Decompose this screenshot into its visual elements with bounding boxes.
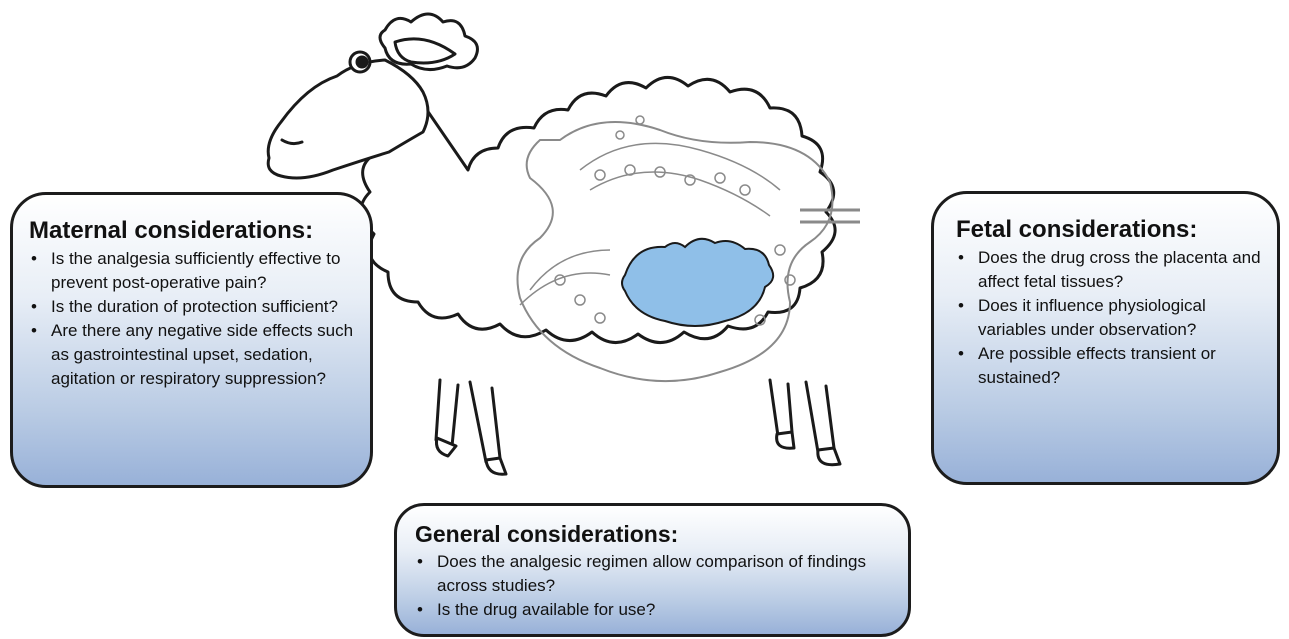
- general-item: Does the analgesic regimen allow compari…: [415, 550, 890, 598]
- maternal-list: Is the analgesia sufficiently effective …: [29, 247, 354, 391]
- fetal-title: Fetal considerations:: [956, 216, 1261, 244]
- sheep-front-legs: [770, 380, 840, 465]
- general-title: General considerations:: [415, 520, 890, 548]
- maternal-item: Is the analgesia sufficiently effective …: [29, 247, 354, 295]
- fetal-item: Are possible effects transient or sustai…: [956, 342, 1261, 390]
- maternal-item: Is the duration of protection sufficient…: [29, 295, 354, 319]
- general-item: Is the drug available for use?: [415, 598, 890, 622]
- sheep-body: [361, 77, 835, 342]
- maternal-item: Are there any negative side effects such…: [29, 319, 354, 391]
- fetal-item: Does the drug cross the placenta and aff…: [956, 246, 1261, 294]
- fetal-list: Does the drug cross the placenta and aff…: [956, 246, 1261, 390]
- general-considerations-box: General considerations: Does the analges…: [394, 503, 911, 637]
- maternal-considerations-box: Maternal considerations: Is the analgesi…: [10, 192, 373, 488]
- general-list: Does the analgesic regimen allow compari…: [415, 550, 890, 622]
- sheep-rear-legs: [436, 380, 506, 474]
- maternal-title: Maternal considerations:: [29, 217, 354, 245]
- fetal-item: Does it influence physiological variable…: [956, 294, 1261, 342]
- fetal-considerations-box: Fetal considerations: Does the drug cros…: [931, 191, 1280, 485]
